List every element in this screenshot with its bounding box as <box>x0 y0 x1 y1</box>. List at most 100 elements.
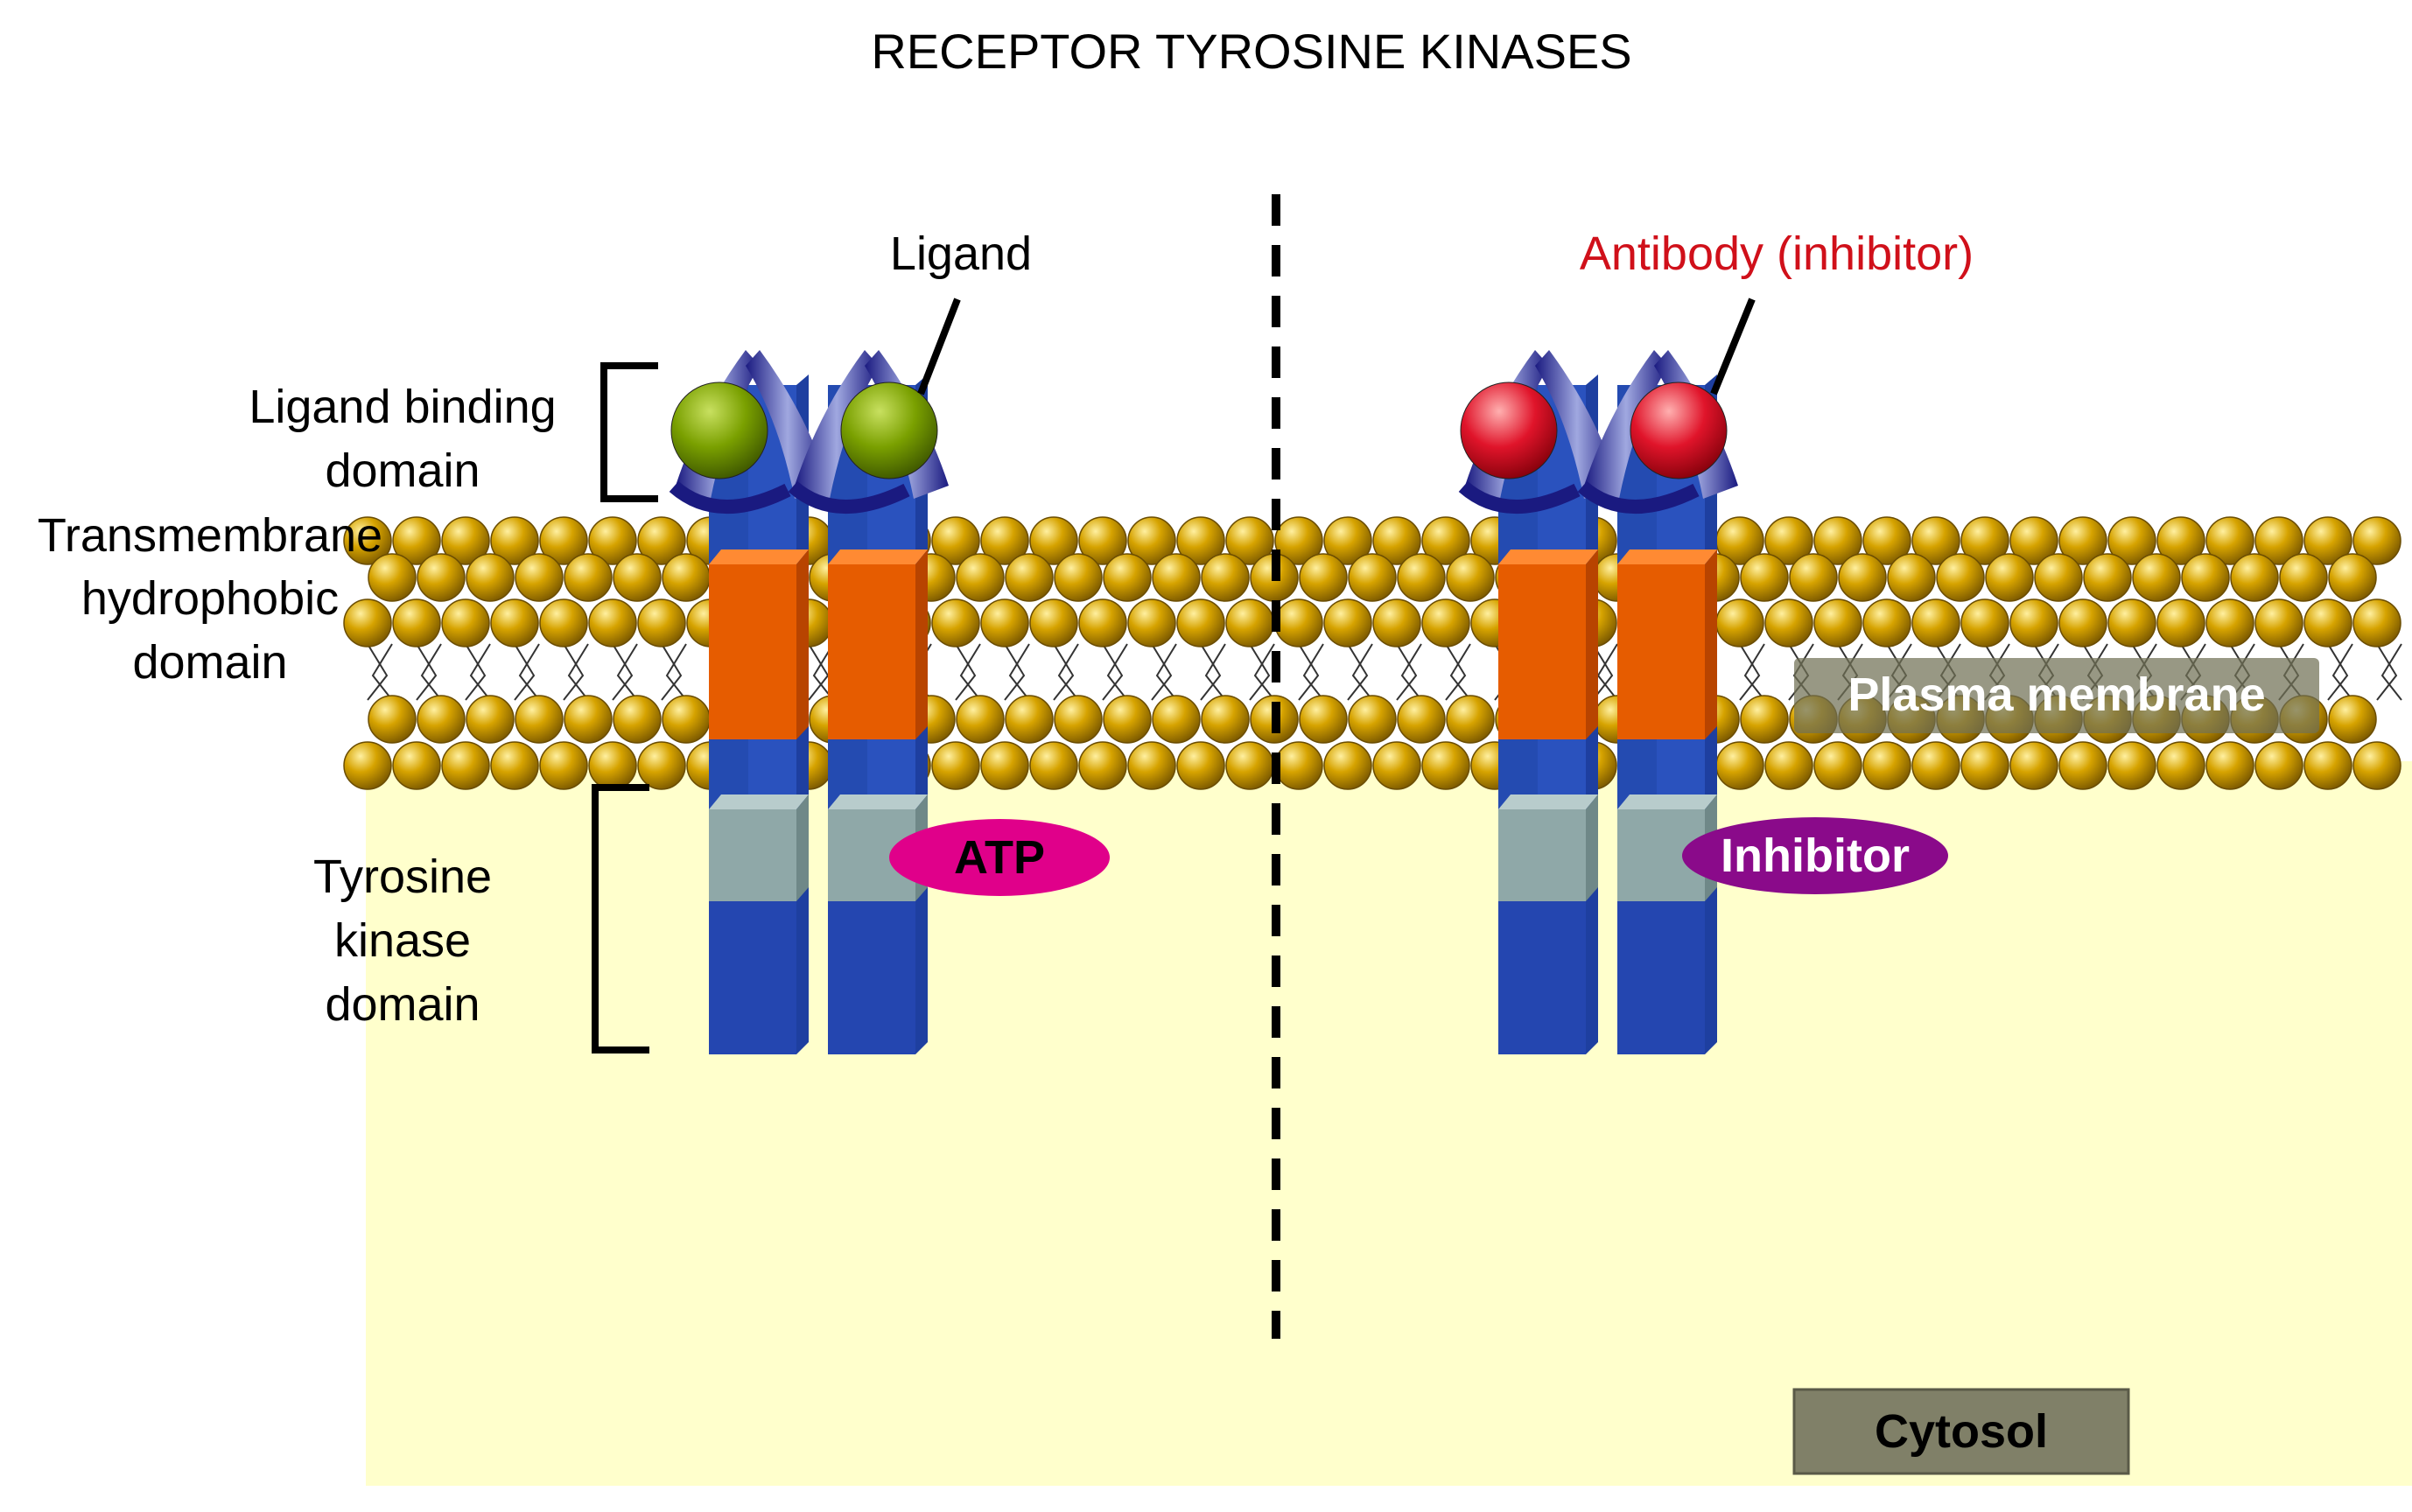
lipid-tail <box>1739 643 1761 701</box>
lipid-tail <box>1743 643 1765 701</box>
lipid-head <box>1299 695 1348 744</box>
lipid-head <box>637 516 686 565</box>
lipid-head <box>1446 695 1495 744</box>
lipid-head <box>1029 741 1078 790</box>
lipid-head <box>2156 598 2205 648</box>
label-tyrosine-kinase-line2: kinase <box>334 914 471 967</box>
lipid-head <box>2009 516 2058 565</box>
lipid-head <box>2107 741 2156 790</box>
transmembrane-side <box>796 550 809 739</box>
lipid-head <box>613 695 662 744</box>
lipid-head <box>931 598 980 648</box>
lipid-head <box>1323 741 1372 790</box>
lipid-head <box>368 695 417 744</box>
lipid-head <box>2230 553 2279 602</box>
lipid-head <box>1029 516 1078 565</box>
bracket-ligand-binding <box>600 362 658 502</box>
lipid-tail <box>1053 643 1075 701</box>
lipid-head <box>1862 516 1911 565</box>
lipid-head <box>539 741 588 790</box>
transmembrane-block <box>1617 564 1705 739</box>
transmembrane-top <box>1617 550 1717 564</box>
lipid-tail <box>1008 643 1030 701</box>
lipid-head <box>1960 516 2009 565</box>
lipid-tail <box>959 643 981 701</box>
lipid-tail <box>1449 643 1471 701</box>
lipid-head <box>931 516 980 565</box>
lipid-tail <box>1347 643 1369 701</box>
lipid-head <box>2303 516 2352 565</box>
lipid-tail <box>1004 643 1026 701</box>
ligand-sphere <box>840 382 938 480</box>
lipid-head <box>588 741 637 790</box>
lipid-head <box>2009 741 2058 790</box>
lipid-head <box>1323 598 1372 648</box>
lipid-head <box>2083 553 2132 602</box>
lipid-head <box>980 598 1029 648</box>
lipid-head <box>343 741 392 790</box>
lipid-head <box>1348 553 1397 602</box>
lipid-head <box>1960 598 2009 648</box>
lipid-head <box>1813 516 1862 565</box>
transmembrane-block <box>1498 564 1586 739</box>
lipid-tail <box>469 643 491 701</box>
label-ligand: Ligand <box>890 228 1032 280</box>
lipid-head <box>1764 516 1813 565</box>
lipid-tail <box>1596 643 1618 701</box>
lipid-tail <box>616 643 638 701</box>
lipid-tail <box>1155 643 1177 701</box>
binding-arm-left <box>795 350 879 499</box>
lipid-head <box>1127 741 1176 790</box>
receptor-monomer <box>669 350 830 1054</box>
binding-arm-left <box>1584 350 1668 499</box>
lipid-tail <box>420 643 442 701</box>
diagram-title: RECEPTOR TYROSINE KINASES <box>871 24 1631 79</box>
lipid-head <box>466 553 515 602</box>
lipid-head <box>980 741 1029 790</box>
lipid-tail <box>808 643 830 701</box>
label-plasma-membrane: Plasma membrane <box>1848 668 2265 721</box>
lipid-head <box>2205 598 2254 648</box>
lipid-head <box>515 695 564 744</box>
lipid-head <box>1054 553 1103 602</box>
lipid-tail <box>518 643 540 701</box>
binding-cup <box>1577 480 1700 514</box>
lipid-tail <box>465 643 487 701</box>
lipid-head <box>564 695 613 744</box>
lipid-head <box>1936 553 1985 602</box>
lipid-head <box>1372 516 1421 565</box>
lipid-head <box>1715 598 1764 648</box>
pointer-ligand <box>917 298 961 396</box>
lipid-head <box>2303 741 2352 790</box>
label-antibody: Antibody (inhibitor) <box>1580 228 1974 280</box>
cytosol-label-box <box>1792 1388 2130 1475</box>
lipid-head <box>490 741 539 790</box>
lipid-head <box>515 553 564 602</box>
antibody-sphere <box>1460 382 1558 480</box>
label-ligand-binding-line1: Ligand binding <box>249 381 556 433</box>
kinase-lower <box>1498 901 1586 1054</box>
receptor-monomer <box>788 350 949 1054</box>
lipid-head <box>1152 695 1201 744</box>
lipid-head <box>392 516 441 565</box>
lipid-head <box>1348 695 1397 744</box>
lipid-head <box>1421 741 1470 790</box>
lipid-head <box>1764 741 1813 790</box>
lipid-tail <box>812 643 834 701</box>
lipid-head <box>662 695 711 744</box>
lipid-head <box>2058 516 2107 565</box>
lipid-head <box>1176 598 1225 648</box>
plasma-membrane-bilayer <box>343 516 2402 790</box>
label-ligand-binding-line2: domain <box>325 444 480 497</box>
lipid-head <box>2205 516 2254 565</box>
lipid-tail <box>1057 643 1079 701</box>
lipid-tail <box>665 643 687 701</box>
lipid-head <box>1152 553 1201 602</box>
lipid-head <box>1274 516 1323 565</box>
lipid-head <box>441 516 490 565</box>
lipid-tail <box>1592 643 1614 701</box>
bracket-tyrosine-kinase <box>592 784 649 1054</box>
lipid-tail <box>371 643 393 701</box>
lipid-head <box>637 598 686 648</box>
lipid-tail <box>367 643 389 701</box>
